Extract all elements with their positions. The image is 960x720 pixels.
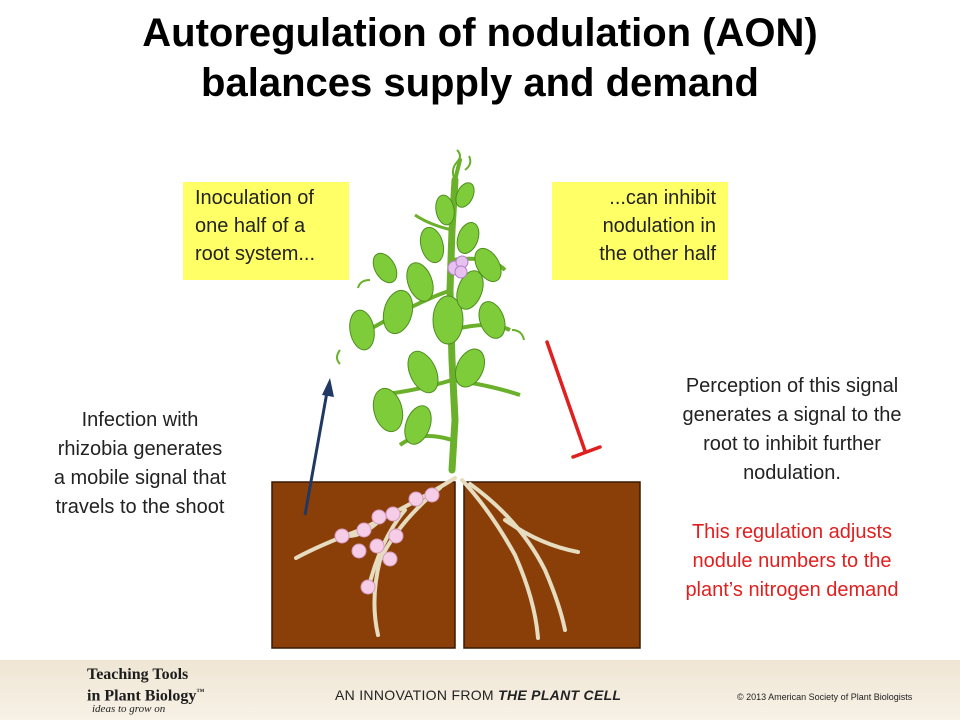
nodule	[369, 538, 385, 554]
trademark: ™	[196, 687, 205, 696]
title-line-1: Autoregulation of nodulation (AON)	[142, 11, 818, 55]
footer-bar: Teaching Tools in Plant Biology™ ideas t…	[0, 660, 960, 720]
brand-line-2-text: in Plant Biology	[87, 687, 197, 705]
note-line: Inoculation of	[195, 187, 314, 209]
caption-line: plant’s nitrogen demand	[685, 579, 899, 601]
nodule	[408, 491, 424, 507]
caption-line: This regulation adjusts	[691, 521, 893, 543]
caption-line: generates a signal to the	[682, 404, 902, 426]
caption-line: Perception of this signal	[685, 375, 899, 397]
plant-shoot	[349, 182, 521, 447]
caption-line: Infection with	[81, 409, 199, 431]
caption-line: a mobile signal that	[53, 467, 227, 489]
roots-uninoculated	[460, 478, 580, 640]
tendrils	[336, 149, 525, 365]
caption-line: travels to the shoot	[55, 496, 225, 518]
soil-box-inoculated	[271, 481, 456, 649]
mobile-signal-arrow	[303, 378, 334, 516]
note-line: nodulation in	[602, 215, 716, 237]
note-line: the other half	[599, 243, 716, 265]
caption-line: root to inhibit further	[703, 433, 881, 455]
note-line: ...can inhibit	[609, 187, 716, 209]
nodule	[360, 579, 376, 595]
inoculation-note: Inoculation of one half of a root system…	[183, 182, 349, 280]
nodule	[371, 509, 387, 525]
slide-title: Autoregulation of nodulation (AON) balan…	[0, 8, 960, 108]
flower	[447, 255, 469, 279]
title-line-2: balances supply and demand	[201, 61, 759, 105]
brand-line-1: Teaching Tools	[87, 666, 189, 683]
note-line: root system...	[195, 243, 316, 265]
nodule	[356, 522, 372, 538]
innovation-name: THE PLANT CELL	[498, 687, 622, 703]
nodule	[351, 543, 367, 559]
brand-tagline: ideas to grow on	[92, 703, 166, 715]
soil-box-uninoculated	[463, 481, 641, 649]
nodule	[382, 551, 398, 567]
note-line: one half of a	[195, 215, 306, 237]
innovation-prefix: AN INNOVATION FROM	[335, 687, 494, 703]
nodule	[388, 528, 404, 544]
nodule	[424, 487, 440, 503]
root-nodules	[334, 487, 440, 595]
copyright-notice: © 2013 American Society of Plant Biologi…	[737, 692, 913, 702]
nodule	[385, 506, 401, 522]
brand-logo-text: Teaching Tools in Plant Biology™	[87, 666, 204, 704]
brand-line-2: in Plant Biology™	[87, 683, 204, 704]
inhibit-note: ...can inhibit nodulation in the other h…	[552, 182, 728, 280]
nodule	[334, 528, 350, 544]
regulation-caption: This regulation adjusts nodule numbers t…	[650, 518, 934, 605]
caption-line: nodule numbers to the	[692, 550, 892, 572]
caption-line: rhizobia generates	[57, 438, 223, 460]
aon-diagram	[271, 149, 641, 649]
infection-caption: Infection with rhizobia generates a mobi…	[22, 406, 258, 522]
caption-line: nodulation.	[743, 462, 841, 484]
innovation-credit: AN INNOVATION FROM THE PLANT CELL	[335, 687, 621, 703]
inhibition-signal	[545, 340, 602, 459]
perception-caption: Perception of this signal generates a si…	[650, 372, 934, 488]
